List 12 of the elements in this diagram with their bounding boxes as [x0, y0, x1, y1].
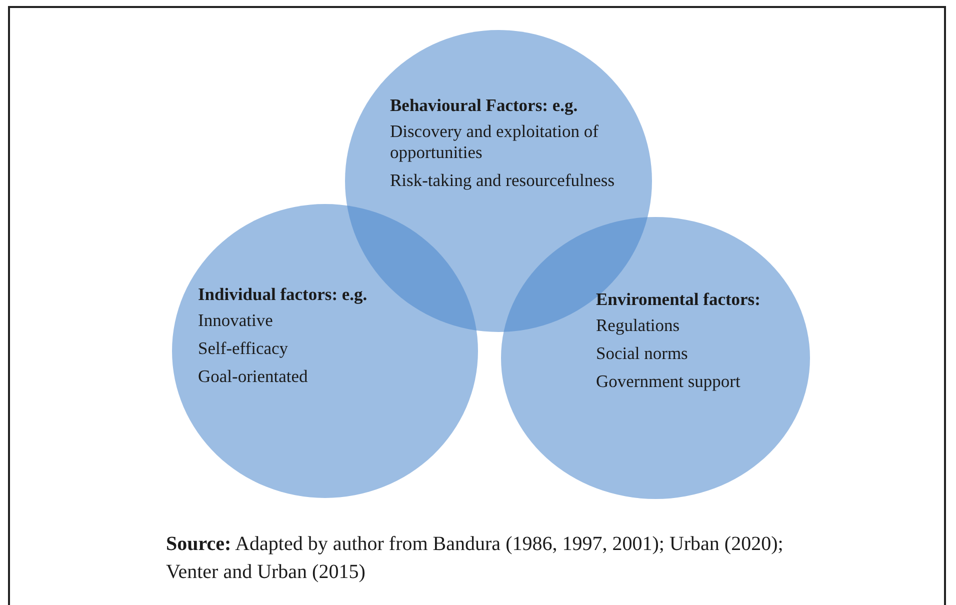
- circle-heading: Individual factors: e.g.: [198, 284, 368, 305]
- factor-item: Goal-orientated: [198, 366, 309, 387]
- circle-heading: Behavioural Factors: e.g.: [390, 95, 579, 116]
- factor-item: Social norms: [596, 343, 689, 364]
- factor-item: Self-efficacy: [198, 338, 290, 359]
- factor-item: Government support: [596, 371, 742, 392]
- factor-item: Discovery and exploitation of opportunities: [390, 121, 600, 163]
- factor-item: Risk-taking and resourcefulness: [390, 170, 616, 191]
- factor-item: Innovative: [198, 310, 274, 331]
- source-caption: Source: Adapted by author from Bandura (1986, 1997, 2001); Urban (2020); Venter and Urban (2015): [166, 532, 784, 585]
- circle-heading: Enviromental factors:: [596, 289, 762, 310]
- factor-item: Regulations: [596, 315, 681, 336]
